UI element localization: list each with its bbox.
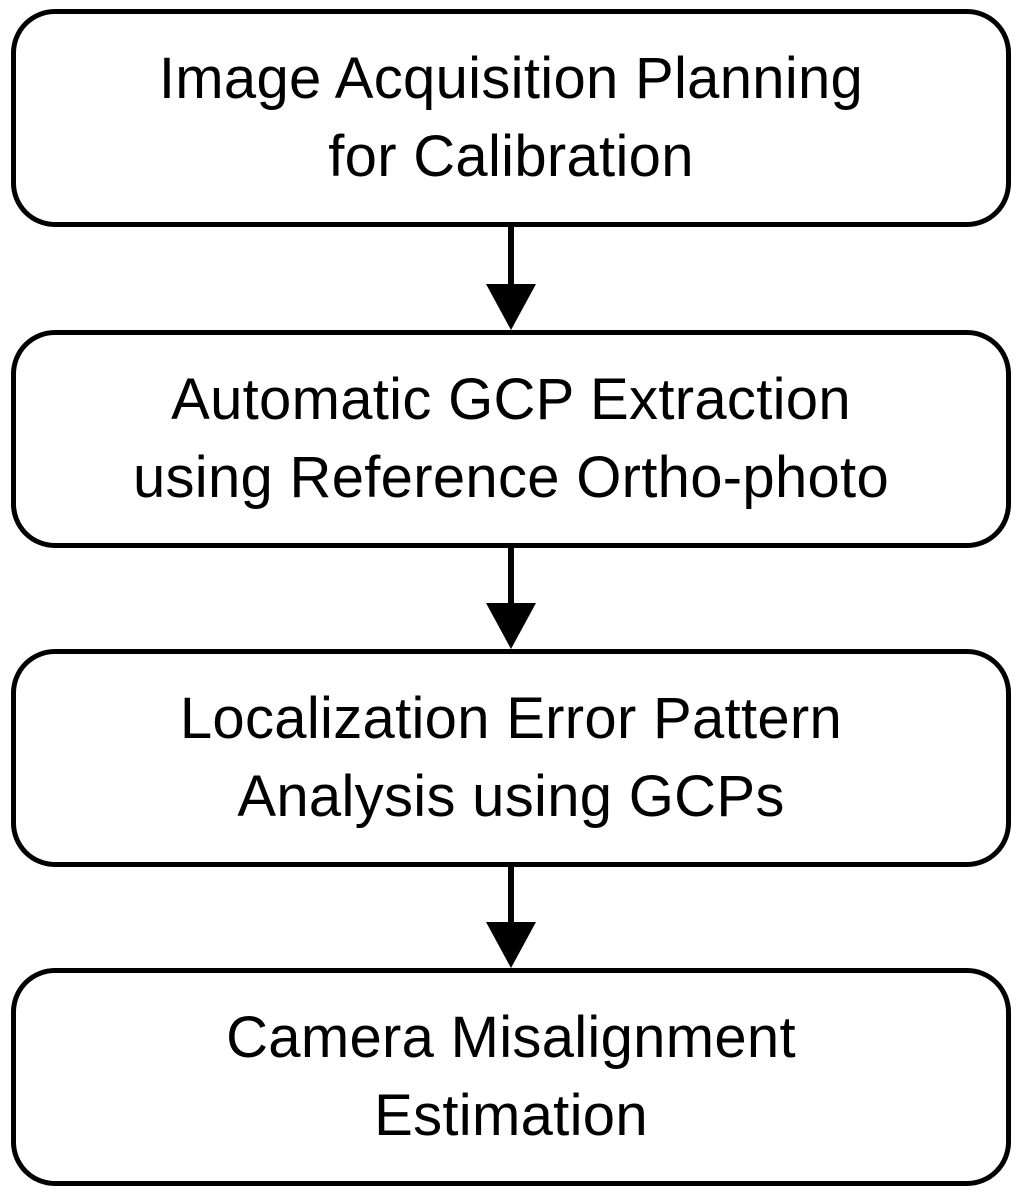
step-automatic-gcp-extraction: Automatic GCP Extraction using Reference… bbox=[11, 330, 1011, 548]
arrow-head bbox=[486, 922, 536, 968]
step-4-line-1: Camera Misalignment bbox=[226, 1005, 796, 1070]
arrow-shaft bbox=[508, 867, 514, 925]
arrow-shaft bbox=[508, 227, 514, 287]
step-image-acquisition-planning: Image Acquisition Planning for Calibrati… bbox=[11, 9, 1011, 227]
step-1-line-1: Image Acquisition Planning bbox=[158, 46, 864, 111]
arrow-head bbox=[486, 603, 536, 649]
step-localization-error-pattern-analysis: Localization Error Pattern Analysis usin… bbox=[11, 649, 1011, 867]
step-2-line-1: Automatic GCP Extraction bbox=[171, 367, 851, 432]
step-2-line-2: using Reference Ortho-photo bbox=[132, 445, 890, 510]
step-3-line-1: Localization Error Pattern bbox=[179, 686, 843, 751]
arrow-down-icon bbox=[486, 227, 536, 330]
arrow-down-icon bbox=[486, 867, 536, 968]
step-3-line-2: Analysis using GCPs bbox=[237, 764, 785, 829]
arrow-head bbox=[486, 284, 536, 330]
arrow-shaft bbox=[508, 548, 514, 606]
step-1-line-2: for Calibration bbox=[328, 124, 694, 189]
arrow-down-icon bbox=[486, 548, 536, 649]
step-camera-misalignment-estimation: Camera Misalignment Estimation bbox=[11, 968, 1011, 1186]
step-4-line-2: Estimation bbox=[374, 1083, 648, 1148]
